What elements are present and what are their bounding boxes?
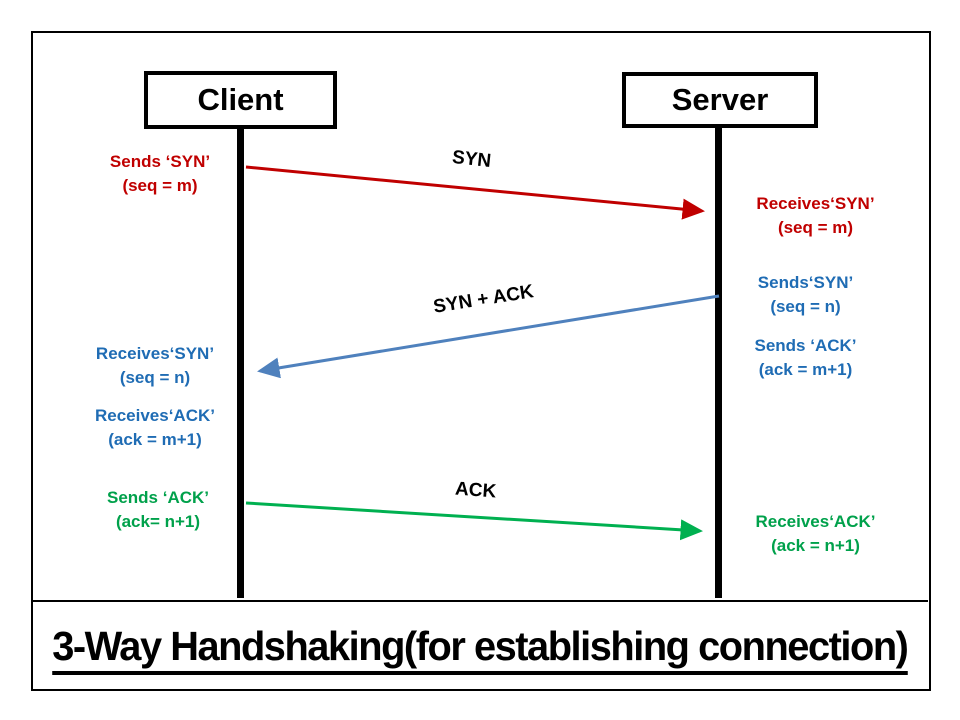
annotation-server-sends-syn: Sends‘SYN’ (seq = n) — [728, 271, 883, 319]
arrow-ack — [245, 501, 703, 541]
message-label-ack: ACK — [454, 478, 497, 503]
annotation-line: Receives‘SYN’ — [95, 344, 215, 363]
arrow-syn — [245, 165, 705, 220]
annotation-line: Receives‘SYN’ — [756, 194, 875, 213]
annotation-client-receives-syn: Receives‘SYN’ (seq = n) — [55, 342, 255, 390]
annotation-client-sends-ack: Sends ‘ACK’ (ack= n+1) — [58, 486, 258, 534]
annotation-line: (ack = m+1) — [758, 360, 853, 379]
actor-label-server: Server — [671, 82, 769, 117]
annotation-client-receives-ack: Receives‘ACK’ (ack = m+1) — [55, 404, 255, 452]
actor-label-client: Client — [197, 82, 284, 117]
message-label-syn: SYN — [451, 147, 493, 172]
diagram-outer-border — [31, 31, 931, 691]
annotation-line: Sends ‘ACK’ — [106, 488, 210, 507]
annotation-client-sends-syn: Sends ‘SYN’ (seq = m) — [60, 150, 260, 198]
lifeline-server — [715, 128, 722, 598]
annotation-line: Receives‘ACK’ — [755, 512, 876, 531]
annotation-line: (seq = n) — [119, 368, 191, 387]
annotation-line: (seq = m) — [122, 176, 198, 195]
annotation-line: (seq = m) — [777, 218, 854, 237]
annotation-line: (ack = m+1) — [108, 430, 202, 449]
title-bar: 3-Way Handshaking(for establishing conne… — [32, 610, 928, 688]
lifeline-client — [237, 128, 244, 598]
annotation-line: (ack = n+1) — [771, 536, 860, 555]
annotation-line: Sends ‘SYN’ — [109, 152, 211, 171]
actor-box-client: Client — [144, 71, 337, 129]
title-divider-line — [32, 600, 928, 602]
annotation-line: Sends ‘ACK’ — [754, 336, 857, 355]
arrow-syn-ack — [257, 294, 720, 379]
annotation-line: Sends‘SYN’ — [757, 273, 854, 292]
annotation-server-receives-syn: Receives‘SYN’ (seq = m) — [728, 192, 903, 240]
annotation-line: Receives‘ACK’ — [94, 406, 215, 425]
annotation-server-receives-ack: Receives‘ACK’ (ack = n+1) — [728, 510, 903, 558]
annotation-server-sends-ack: Sends ‘ACK’ (ack = m+1) — [723, 334, 888, 382]
diagram-title: 3-Way Handshaking(for establishing conne… — [52, 623, 909, 675]
actor-box-server: Server — [622, 72, 818, 128]
annotation-line: (seq = n) — [770, 297, 841, 316]
annotation-line: (ack= n+1) — [115, 512, 201, 531]
